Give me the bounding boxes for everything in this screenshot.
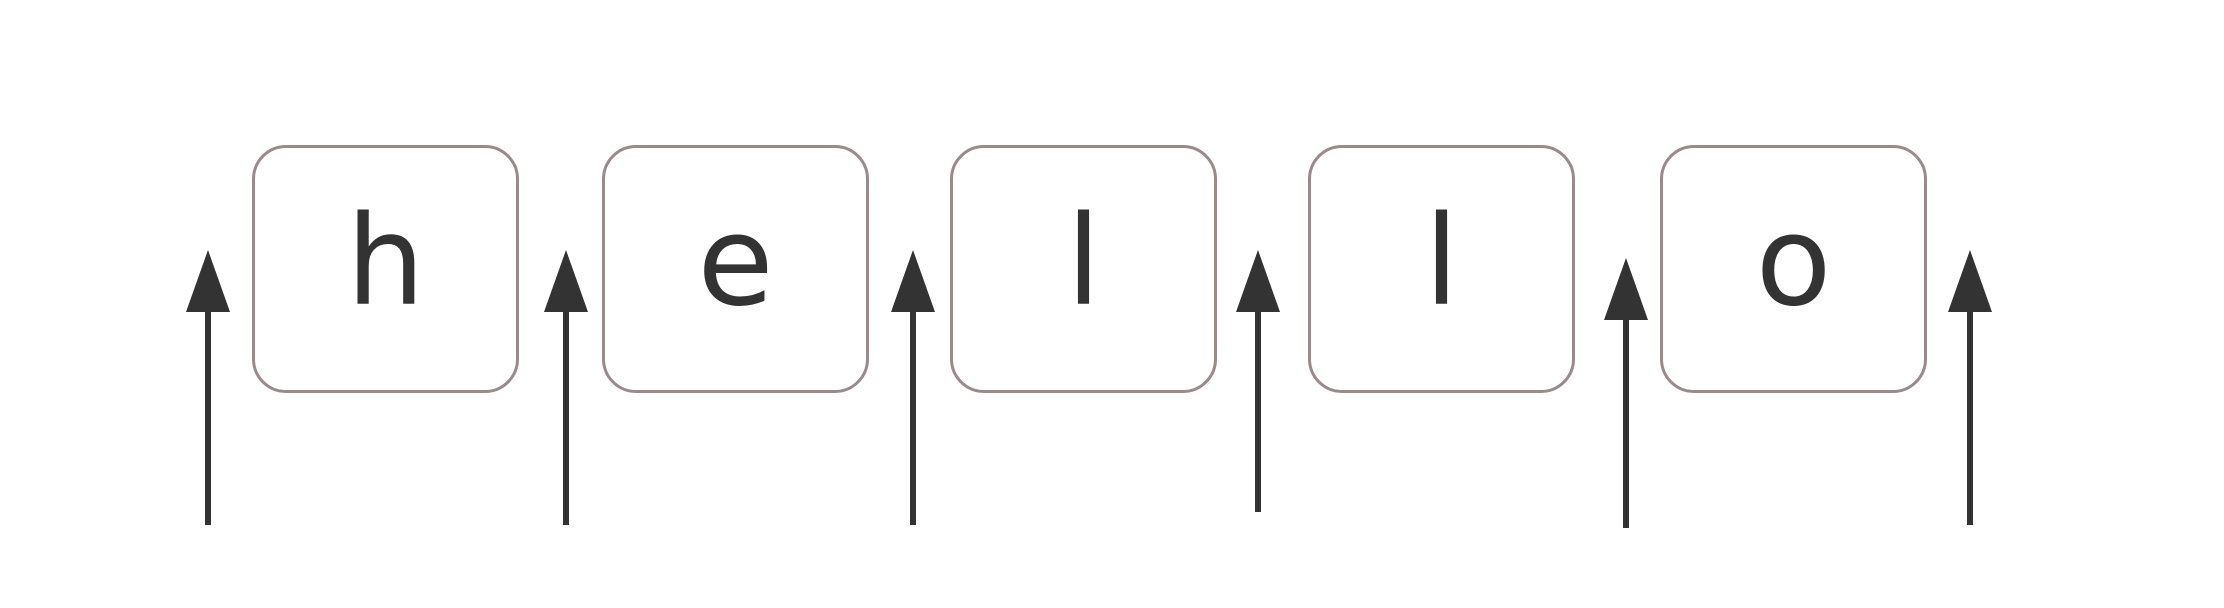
cursor-position-arrow-icon <box>1948 250 1992 525</box>
letter-box-h: h <box>252 145 519 393</box>
arrow-head <box>1604 258 1648 320</box>
letter-box-o: o <box>1660 145 1927 393</box>
arrow-head <box>186 250 230 312</box>
arrow-head <box>891 250 935 312</box>
arrow-shaft <box>1623 314 1629 528</box>
arrow-shaft <box>205 306 211 525</box>
letter: l <box>1066 190 1101 334</box>
letter: o <box>1755 190 1832 334</box>
arrow-head <box>1948 250 1992 312</box>
arrow-shaft <box>1255 306 1261 512</box>
arrow-shaft <box>1967 306 1973 525</box>
cursor-position-arrow-icon <box>1236 250 1280 512</box>
letter-box-l-second: l <box>1308 145 1575 393</box>
cursor-position-arrow-icon <box>186 250 230 525</box>
arrow-shaft <box>910 306 916 525</box>
letter: e <box>697 190 774 334</box>
cursor-position-arrow-icon <box>1604 258 1648 528</box>
arrow-head <box>1236 250 1280 312</box>
cursor-position-arrow-icon <box>544 250 588 525</box>
arrow-shaft <box>563 306 569 525</box>
cursor-position-arrow-icon <box>891 250 935 525</box>
letter-box-e: e <box>602 145 869 393</box>
letter: l <box>1424 190 1459 334</box>
letter-box-l-first: l <box>950 145 1217 393</box>
arrow-head <box>544 250 588 312</box>
letter: h <box>346 190 425 334</box>
